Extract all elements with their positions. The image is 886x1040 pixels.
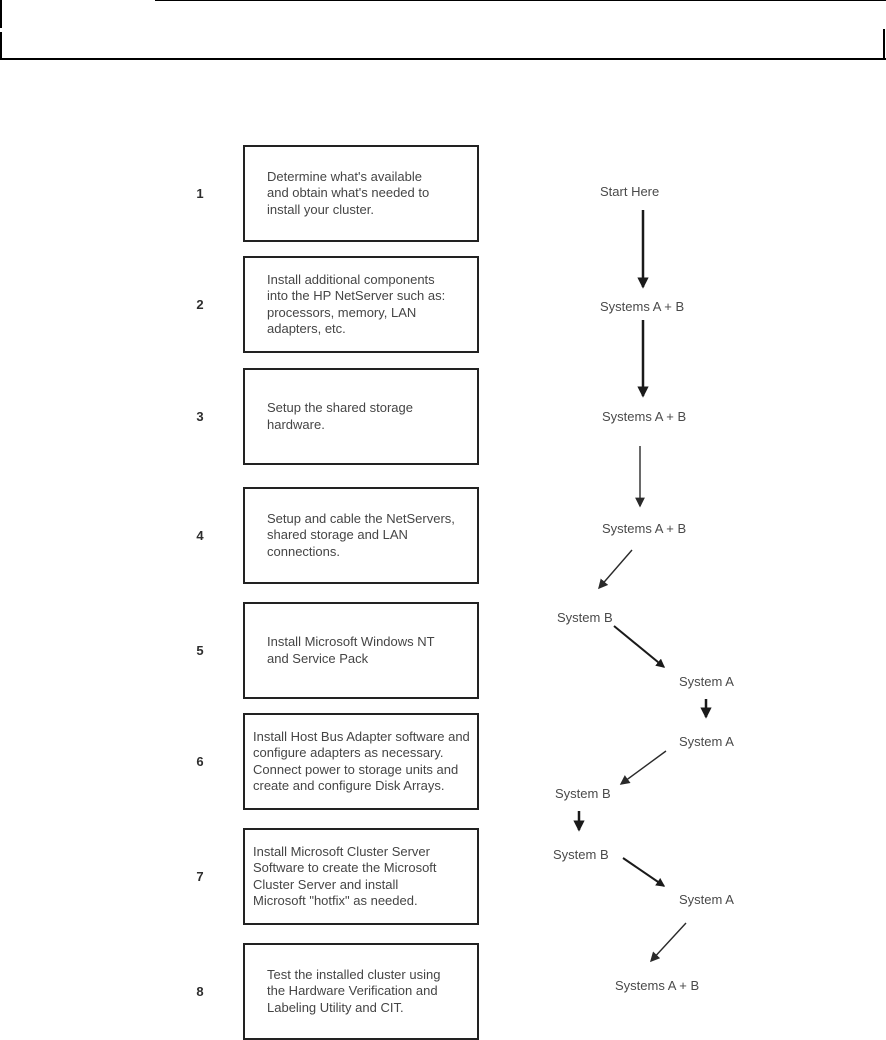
step-number-3: 3 bbox=[196, 409, 204, 424]
step-text-1: Determine what's available and obtain wh… bbox=[267, 168, 430, 217]
header-left-border-lower bbox=[0, 32, 2, 60]
step-text-7: Install Microsoft Cluster Server Softwar… bbox=[253, 843, 437, 909]
flow-label-start-here: Start Here bbox=[600, 184, 659, 199]
step-text-6: Install Host Bus Adapter software and co… bbox=[253, 728, 470, 794]
step-box-8: Test the installed cluster using the Har… bbox=[243, 943, 479, 1040]
step-text-4: Setup and cable the NetServers, shared s… bbox=[267, 510, 455, 559]
flow-label-system-a-1: System A bbox=[679, 674, 734, 689]
step-number-1: 1 bbox=[196, 186, 204, 201]
flow-label-system-b-2: System B bbox=[555, 786, 611, 801]
step-box-4: Setup and cable the NetServers, shared s… bbox=[243, 487, 479, 584]
arrow-sysa-to-sysb bbox=[619, 750, 667, 785]
flow-label-systems-ab-3: Systems A + B bbox=[602, 521, 686, 536]
step-number-7: 7 bbox=[196, 869, 204, 884]
system-flow-diagram: Start Here Systems A + B Systems A + B S… bbox=[553, 184, 734, 993]
step-box-2: Install additional components into the H… bbox=[243, 256, 479, 353]
step-box-1: Determine what's available and obtain wh… bbox=[243, 145, 479, 242]
header-bottom-line bbox=[0, 58, 886, 60]
flow-label-systems-ab-4: Systems A + B bbox=[615, 978, 699, 993]
step-box-7: Install Microsoft Cluster Server Softwar… bbox=[243, 828, 479, 925]
step-number-5: 5 bbox=[196, 643, 204, 658]
step-number-6: 6 bbox=[196, 754, 204, 769]
step-text-2: Install additional components into the H… bbox=[267, 271, 446, 337]
step-text-3: Setup the shared storage hardware. bbox=[267, 400, 413, 432]
header-left-border-upper bbox=[0, 0, 2, 28]
step-text-8: Test the installed cluster using the Har… bbox=[267, 966, 441, 1015]
flow-label-system-a-2: System A bbox=[679, 734, 734, 749]
header-right-border bbox=[883, 29, 885, 60]
step-box-6: Install Host Bus Adapter software and co… bbox=[243, 713, 479, 810]
flow-label-system-b-1: System B bbox=[557, 610, 613, 625]
arrow-sysa-to-ab4 bbox=[650, 922, 687, 963]
flow-label-systems-ab-1: Systems A + B bbox=[600, 299, 684, 314]
step-box-3: Setup the shared storage hardware. bbox=[243, 368, 479, 465]
flow-label-system-a-3: System A bbox=[679, 892, 734, 907]
flow-label-systems-ab-2: Systems A + B bbox=[602, 409, 686, 424]
arrow-sysb-to-sysa bbox=[613, 625, 666, 668]
arrow-sysb-to-sysa2 bbox=[622, 857, 666, 887]
flow-label-system-b-3: System B bbox=[553, 847, 609, 862]
header-top-line bbox=[155, 0, 886, 1]
step-number-2: 2 bbox=[196, 297, 204, 312]
step-number-4: 4 bbox=[196, 528, 204, 543]
arrow-ab3-to-sysb bbox=[598, 549, 633, 590]
step-text-5: Install Microsoft Windows NT and Service… bbox=[267, 634, 435, 666]
step-box-5: Install Microsoft Windows NT and Service… bbox=[243, 602, 479, 699]
step-number-8: 8 bbox=[196, 984, 204, 999]
